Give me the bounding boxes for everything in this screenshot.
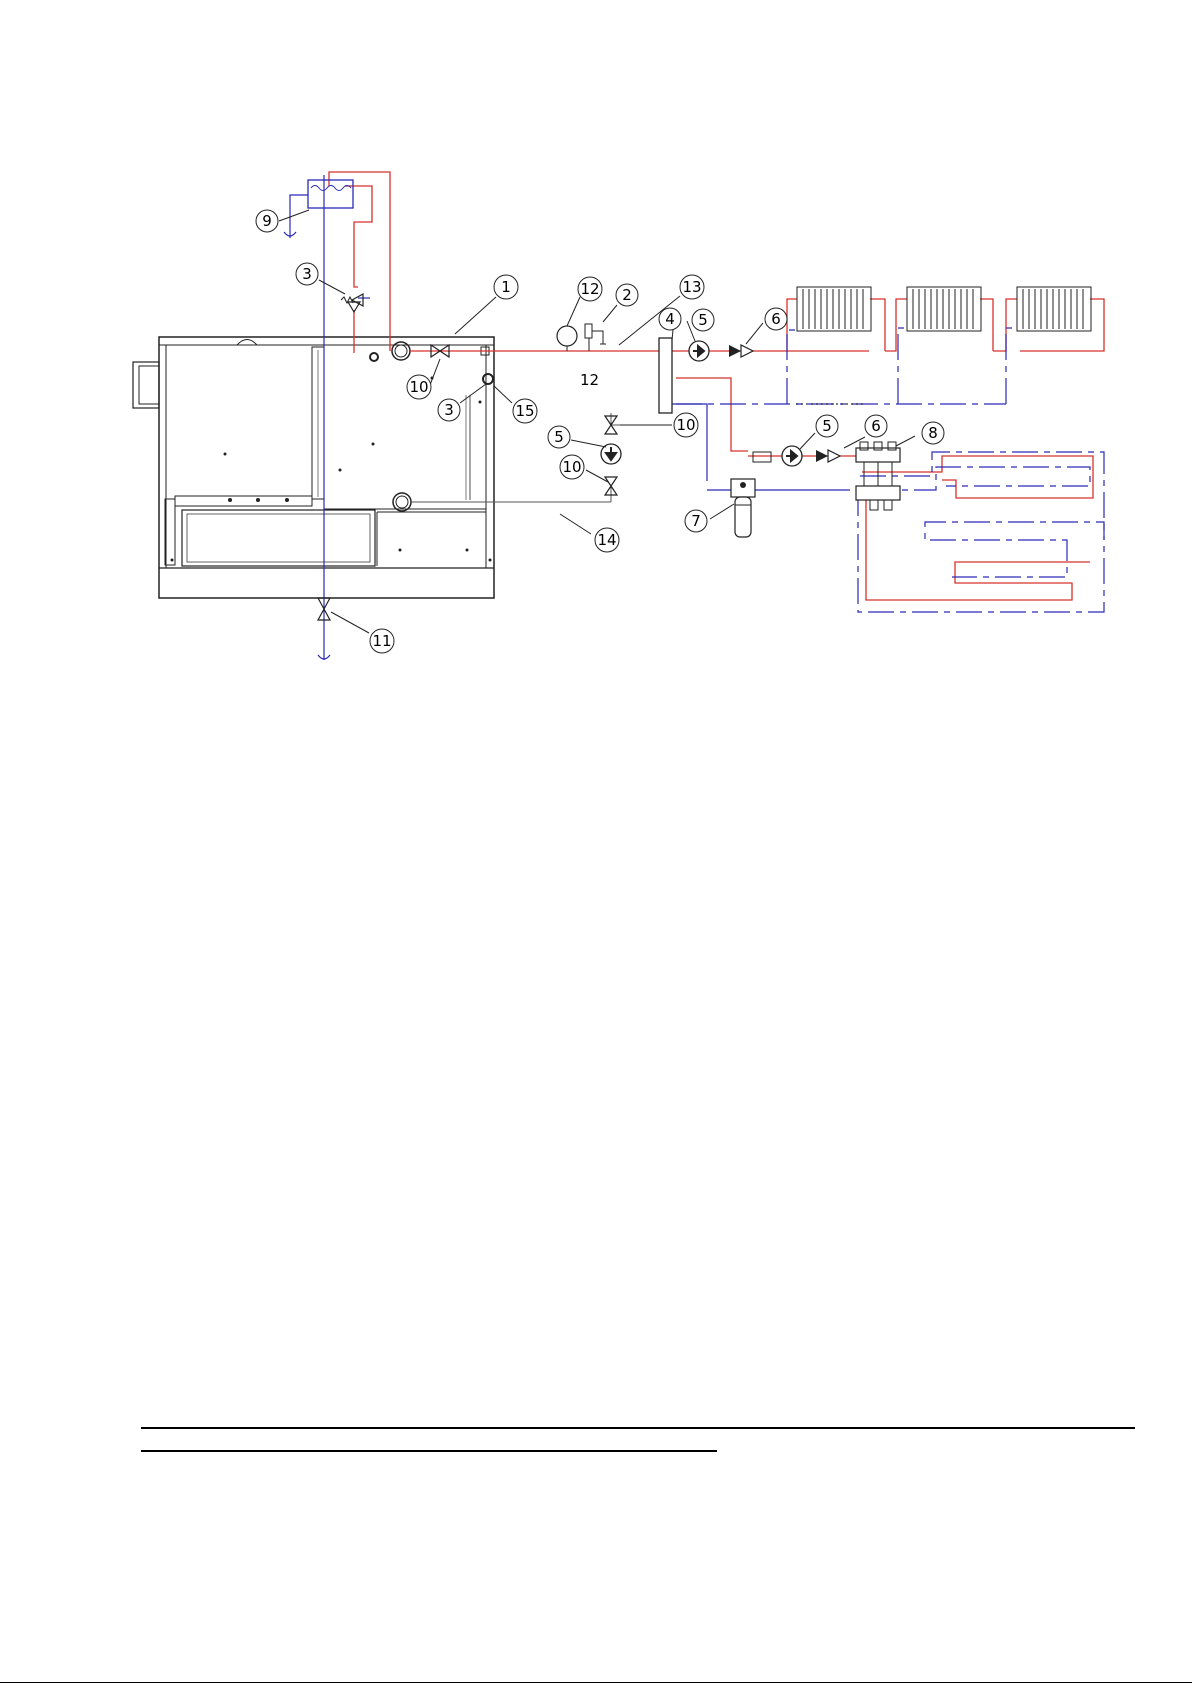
callout-15: 15 xyxy=(513,399,537,423)
svg-text:13: 13 xyxy=(682,278,701,296)
callout-6-underfloor: 6 xyxy=(865,415,887,437)
callout-14: 14 xyxy=(595,528,619,552)
return-line-14 xyxy=(411,413,665,502)
callout-5-underfloor: 5 xyxy=(816,415,838,437)
boiler xyxy=(133,337,494,598)
hydraulic-separator xyxy=(659,338,672,413)
return-dashed xyxy=(676,328,1104,612)
svg-text:5: 5 xyxy=(822,417,832,435)
svg-text:6: 6 xyxy=(771,310,781,328)
return-piping xyxy=(290,175,850,660)
svg-text:6: 6 xyxy=(871,417,881,435)
svg-text:10: 10 xyxy=(409,378,428,396)
footer-rule-short xyxy=(141,1450,717,1452)
callout-5-radiator: 5 xyxy=(692,309,714,331)
callout-10-lower: 10 xyxy=(560,455,584,479)
free-label-12: 12 xyxy=(580,371,599,389)
svg-text:4: 4 xyxy=(665,310,675,328)
callout-7: 7 xyxy=(685,510,707,532)
callout-12: 12 xyxy=(578,277,602,301)
callout-3-safety: 3 xyxy=(296,263,318,285)
svg-text:5: 5 xyxy=(698,311,708,329)
svg-text:7: 7 xyxy=(691,512,701,530)
footer-rule-long xyxy=(141,1427,1135,1429)
svg-text:3: 3 xyxy=(444,401,454,419)
supply-piping xyxy=(329,172,1104,600)
radiator-1 xyxy=(797,287,871,331)
check-valve-radiator xyxy=(729,345,753,357)
callout-13: 13 xyxy=(680,275,704,299)
safety-valve xyxy=(341,294,363,312)
svg-text:10: 10 xyxy=(562,458,581,476)
bottom-rule xyxy=(0,1682,1192,1683)
heating-schematic: 9 3 1 12 2 13 4 5 6 10 3 15 10 5 10 5 6 … xyxy=(0,0,1192,720)
svg-text:11: 11 xyxy=(372,632,391,650)
callout-8: 8 xyxy=(922,422,944,444)
pump-radiator xyxy=(689,341,709,361)
feed-tank xyxy=(284,180,353,238)
pressure-gauge xyxy=(585,324,606,351)
callout-10-supply: 10 xyxy=(407,375,431,399)
callout-3-sensor: 3 xyxy=(438,399,460,421)
svg-text:12: 12 xyxy=(580,280,599,298)
radiator-3 xyxy=(1017,287,1091,331)
callout-1: 1 xyxy=(494,275,518,299)
svg-text:9: 9 xyxy=(262,212,272,230)
callout-10-return: 10 xyxy=(674,413,698,437)
mixing-valve xyxy=(731,452,771,537)
radiator-2 xyxy=(907,287,981,331)
pump-underfloor xyxy=(782,446,802,466)
callout-4: 4 xyxy=(659,308,681,330)
svg-text:3: 3 xyxy=(302,265,312,283)
callout-6-radiator: 6 xyxy=(765,308,787,330)
svg-text:2: 2 xyxy=(622,286,632,304)
svg-text:10: 10 xyxy=(676,416,695,434)
callout-5-return: 5 xyxy=(548,426,570,448)
svg-text:8: 8 xyxy=(928,424,938,442)
svg-text:5: 5 xyxy=(554,428,564,446)
svg-text:1: 1 xyxy=(501,278,511,296)
check-valve-underfloor xyxy=(816,450,840,462)
callout-2: 2 xyxy=(616,284,638,306)
expansion-vessel xyxy=(557,326,577,351)
callout-11: 11 xyxy=(370,629,394,653)
svg-text:15: 15 xyxy=(515,402,534,420)
callout-9: 9 xyxy=(256,210,278,232)
svg-text:14: 14 xyxy=(597,531,616,549)
